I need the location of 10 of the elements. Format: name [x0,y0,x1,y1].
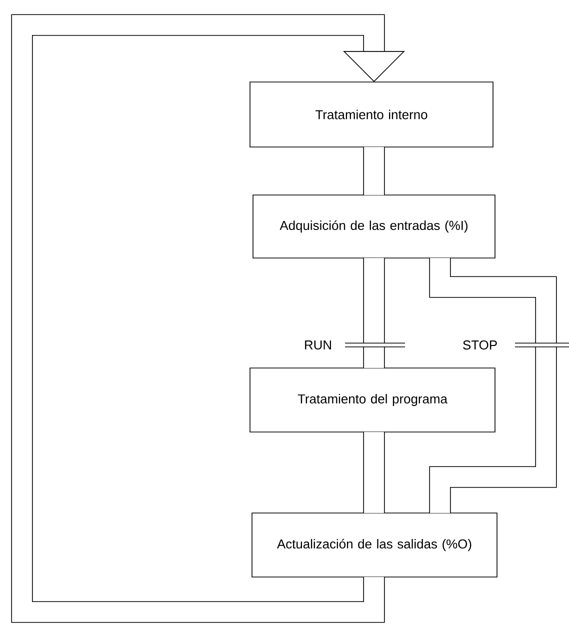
process-box: Actualización de las salidas (%O) [252,512,498,578]
flow-pipe [363,258,385,368]
process-box: Tratamiento del programa [250,368,496,432]
flow-pipe [11,14,405,623]
process-box: Adquisición de las entradas (%I) [252,194,496,258]
flow-pipe [363,432,385,513]
edge-label: STOP [462,339,499,351]
edge-label: RUN [302,339,334,350]
flow-pipe [429,258,557,513]
flow-pipe [363,147,385,195]
